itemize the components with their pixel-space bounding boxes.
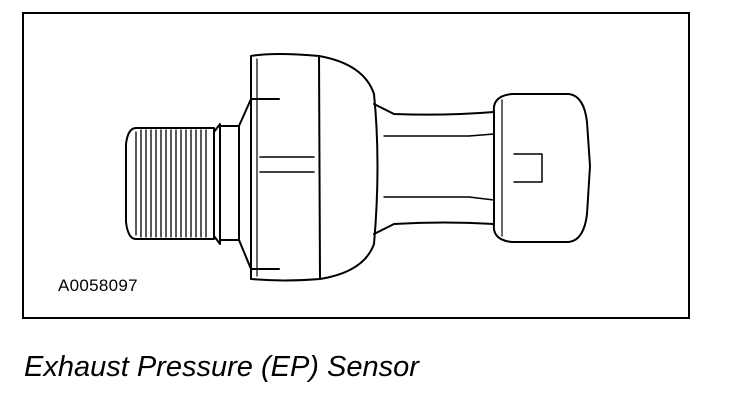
figure-frame: A0058097 bbox=[22, 12, 690, 319]
connector-head bbox=[492, 93, 591, 243]
figure-id-label: A0058097 bbox=[58, 276, 138, 295]
neck-collar bbox=[213, 123, 240, 245]
ep-sensor-illustration bbox=[125, 53, 591, 282]
conical-base bbox=[238, 98, 280, 270]
hex-body bbox=[250, 53, 379, 282]
threaded-fitting bbox=[125, 127, 215, 240]
figure-caption: Exhaust Pressure (EP) Sensor bbox=[24, 351, 419, 383]
sensor-waist bbox=[373, 103, 495, 235]
